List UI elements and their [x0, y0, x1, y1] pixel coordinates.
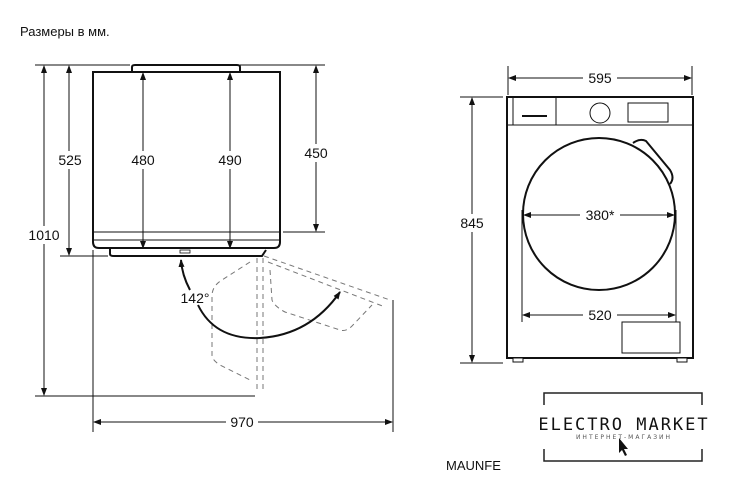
machine-body-side [92, 71, 281, 249]
dim-height-to-base: 525 [58, 152, 82, 168]
program-knob [589, 102, 611, 124]
side-view: 1010 525 480 490 450 970 142° [24, 64, 394, 432]
dim-inner-depth-b: 490 [218, 152, 242, 168]
dim-height: 845 [460, 215, 484, 231]
electro-market-logo: ELECTRO MARKET ИНТЕРНЕТ-МАГАЗИН [538, 392, 709, 462]
dim-width: 595 [588, 70, 612, 86]
dim-depth-door-open: 970 [230, 414, 254, 430]
machine-body-front [506, 96, 694, 359]
dim-door-angle: 142° [181, 290, 210, 306]
dim-total-height: 1010 [28, 227, 59, 243]
dim-inner-width: 520 [588, 307, 612, 323]
door-angle-arc [197, 291, 341, 340]
top-lid [131, 64, 241, 72]
logo-name: ELECTRO MARKET [538, 415, 709, 435]
dim-inner-depth-a: 480 [131, 152, 155, 168]
dim-door-diameter: 380* [586, 207, 615, 223]
base [109, 249, 267, 257]
page-title: Размеры в мм. [20, 24, 110, 39]
dim-body-depth: 450 [304, 145, 328, 161]
display [627, 102, 669, 123]
filter-cover [621, 321, 681, 354]
open-door-outline [211, 255, 391, 392]
logo-subtitle: ИНТЕРНЕТ-МАГАЗИН [576, 434, 672, 441]
model-label: MAUNFE [446, 458, 501, 473]
door-handle [632, 138, 674, 185]
cursor-icon [619, 438, 628, 456]
front-view: 595 845 380* 520 [456, 66, 694, 364]
